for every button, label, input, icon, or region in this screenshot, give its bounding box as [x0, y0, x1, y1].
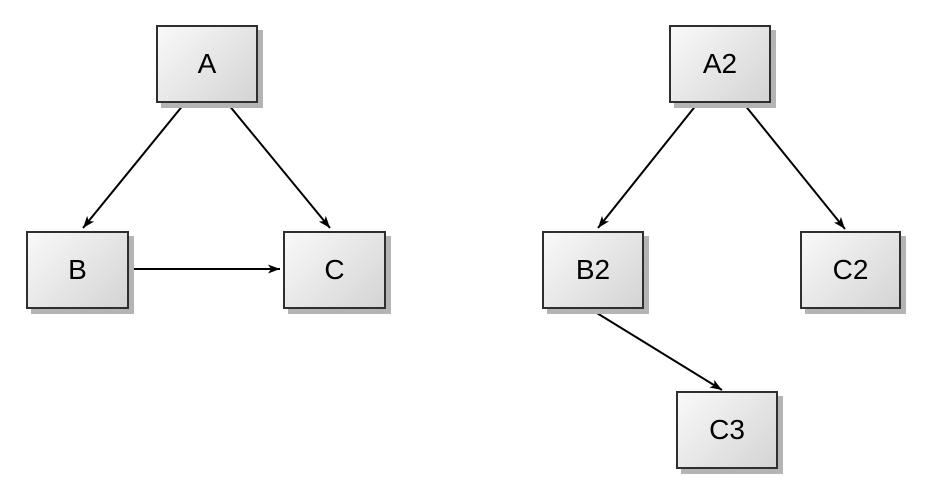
- node-C-label: C: [324, 254, 345, 285]
- edge-A-C[interactable]: [227, 103, 331, 229]
- node-B2-label: B2: [575, 254, 611, 285]
- edge-A-B[interactable]: [82, 103, 185, 229]
- node-B[interactable]: B: [26, 231, 129, 309]
- node-A2-label: A2: [702, 48, 738, 79]
- node-B2[interactable]: B2: [542, 231, 644, 309]
- node-B-label: B: [68, 254, 87, 285]
- node-C[interactable]: C: [283, 231, 386, 309]
- node-A-label: A: [197, 48, 217, 79]
- edge-A2-B2[interactable]: [597, 103, 698, 229]
- edge-B2-C3[interactable]: [591, 309, 723, 391]
- node-A[interactable]: A: [156, 25, 258, 103]
- node-C3[interactable]: C3: [676, 391, 778, 469]
- node-C2-label: C2: [832, 254, 869, 285]
- node-C2[interactable]: C2: [800, 231, 901, 309]
- node-C3-label: C3: [709, 414, 745, 445]
- edge-A2-C2[interactable]: [743, 103, 846, 230]
- node-A2[interactable]: A2: [669, 25, 771, 103]
